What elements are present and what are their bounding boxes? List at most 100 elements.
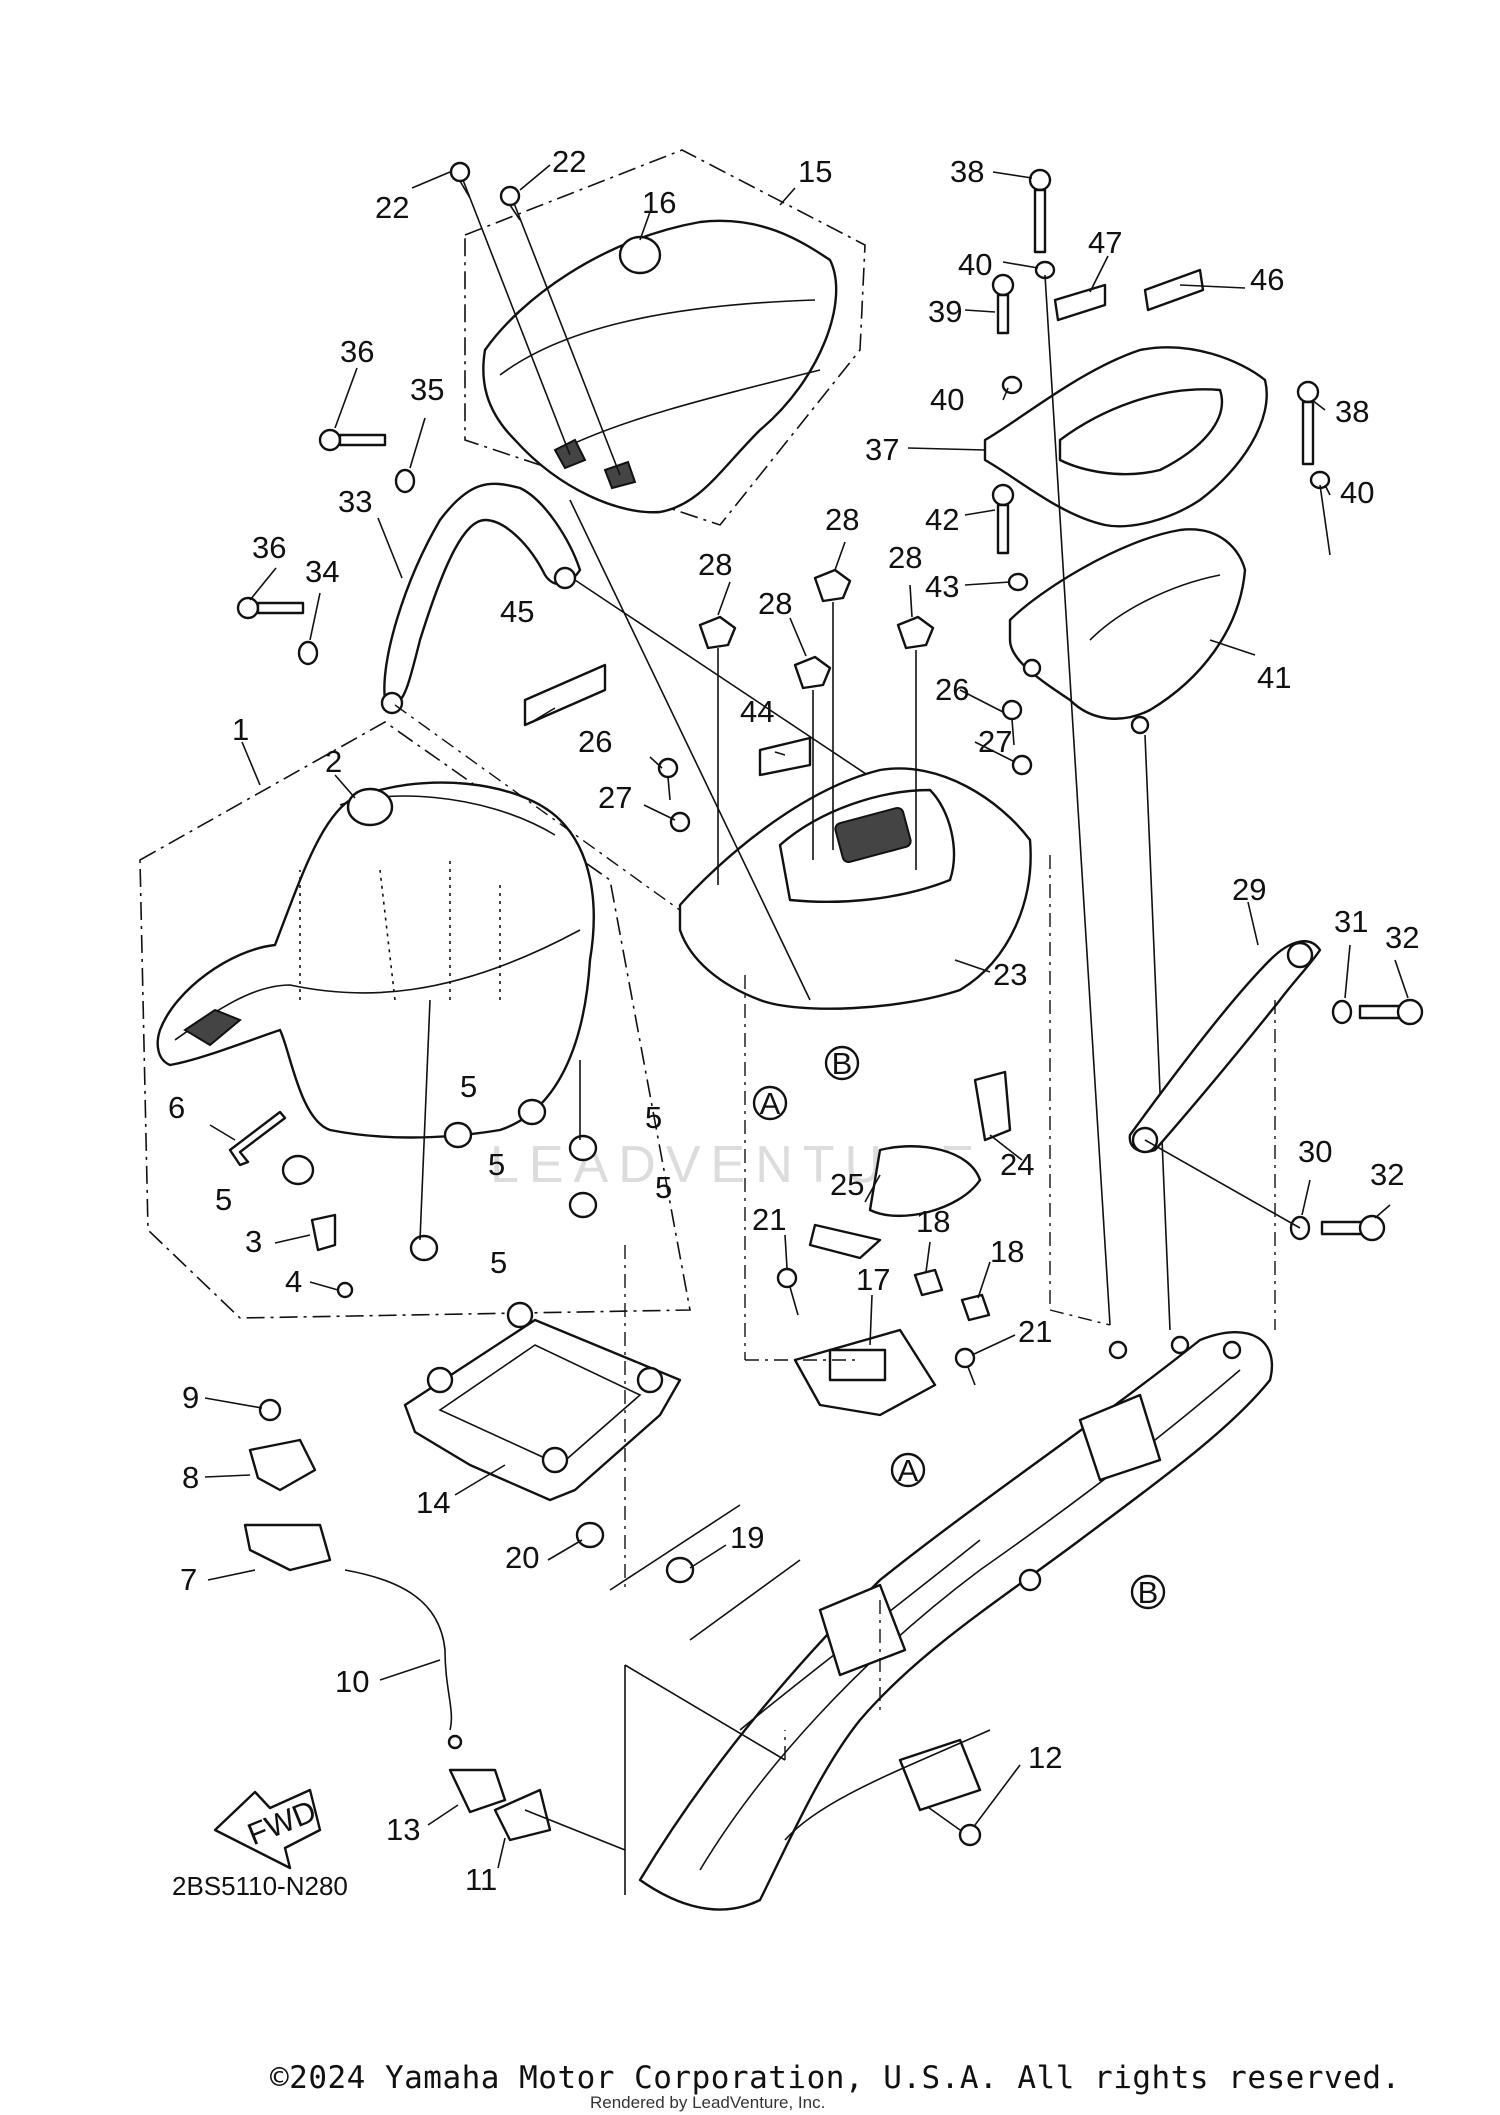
damper-5c (517, 1098, 547, 1126)
cable-10 (344, 1569, 453, 1731)
callout-18-a: 18 (916, 1204, 950, 1239)
label-45 (523, 663, 607, 727)
lock-7 (243, 1523, 332, 1572)
seat-lock-group (213, 1267, 991, 1870)
callout-28-d: 28 (888, 540, 922, 575)
callout-5-e: 5 (655, 1170, 672, 1205)
rear-frame-group (638, 1330, 1273, 1911)
main-seat-boundary (139, 721, 691, 1319)
callout-5-c: 5 (488, 1147, 505, 1182)
callout-22-a: 22 (375, 190, 409, 225)
rear-seat-group (449, 149, 866, 526)
callout-27-b: 27 (598, 780, 632, 815)
svg-text:A: A (760, 1086, 781, 1121)
svg-text:B: B (1138, 1575, 1159, 1610)
rear-seat-grommet-16 (618, 235, 662, 275)
label-44 (758, 736, 812, 777)
screw-26-left (657, 757, 679, 801)
rear-carrier-group (983, 168, 1331, 1331)
damper-19 (665, 1556, 695, 1584)
fwd-arrow (213, 1788, 322, 1870)
seat-grommet-2 (346, 787, 394, 827)
callout-41: 41 (1257, 660, 1291, 695)
bolt-22-right (499, 185, 521, 221)
callout-11: 11 (465, 1862, 497, 1897)
bracket-13 (448, 1768, 507, 1814)
callout-5-a: 5 (215, 1182, 232, 1217)
rear-cover-group (523, 568, 1033, 1260)
rear-seat-boundary (464, 149, 866, 526)
callout-23: 23 (993, 957, 1027, 992)
bolt-21-right (954, 1347, 976, 1386)
callout-32-b: 32 (1370, 1157, 1404, 1192)
callout-40-a: 40 (958, 247, 992, 282)
bolt-12 (924, 1804, 982, 1847)
lock-latch (828, 1348, 887, 1382)
callout-33: 33 (338, 484, 372, 519)
callout-20: 20 (505, 1540, 539, 1575)
callout-35: 35 (410, 372, 444, 407)
hook-11 (493, 1788, 552, 1842)
bolt-22-left (449, 161, 471, 199)
callout-28-a: 28 (698, 547, 732, 582)
bracket-25 (868, 1145, 982, 1218)
render-credit: Rendered by LeadVenture, Inc. (590, 2093, 826, 2112)
damper-5a (281, 1154, 315, 1186)
clip-28b (793, 655, 832, 690)
bolt-42 (991, 483, 1015, 555)
clip-28c (813, 568, 852, 603)
callout-18-b: 18 (990, 1234, 1024, 1269)
callout-37: 37 (865, 432, 899, 467)
washer-35 (394, 468, 416, 494)
ref-b-lower: B (1130, 1574, 1166, 1610)
label-46 (1143, 268, 1205, 312)
seat-recess (183, 1008, 242, 1047)
damper-5b (443, 1121, 473, 1149)
main-seat-group (139, 721, 691, 1319)
svg-text:A: A (898, 1453, 919, 1488)
bolt-38-right (1296, 380, 1320, 466)
callout-16: 16 (642, 185, 676, 220)
callout-3: 3 (245, 1224, 262, 1259)
clip-28d (896, 615, 935, 650)
side-bar-29 (1128, 940, 1322, 1153)
bolt-21-left (776, 1267, 799, 1316)
copyright-notice: ©2024 Yamaha Motor Corporation, U.S.A. A… (270, 2060, 1401, 2096)
bolt-32-lower (1320, 1214, 1386, 1242)
bolt-38-upper (1028, 168, 1052, 254)
callout-19: 19 (730, 1520, 764, 1555)
callout-31: 31 (1334, 904, 1368, 939)
assembly-lines (419, 499, 1276, 1895)
main-seat (156, 781, 595, 1139)
hex-key-6 (228, 1110, 287, 1167)
screw-26-right (1001, 699, 1023, 746)
callout-30: 30 (1298, 1134, 1332, 1169)
nut-4 (336, 1281, 354, 1299)
damper-5e (568, 1191, 598, 1219)
rear-frame (638, 1330, 1273, 1911)
ref-b-upper: B (824, 1045, 860, 1081)
damper-20 (575, 1521, 605, 1549)
callout-1: 1 (232, 712, 249, 747)
callout-5-d: 5 (645, 1100, 662, 1135)
callout-26-a: 26 (935, 672, 969, 707)
callout-42: 42 (925, 502, 959, 537)
callout-24: 24 (1000, 1147, 1034, 1182)
callout-43: 43 (925, 569, 959, 604)
bracket-8 (248, 1438, 317, 1492)
nut-18a (913, 1268, 944, 1297)
callout-7: 7 (180, 1562, 197, 1597)
callout-25: 25 (830, 1167, 864, 1202)
ref-a-lower: A (890, 1452, 926, 1488)
callout-numbers: 1 2 3 4 5 5 5 5 5 5 6 7 8 9 10 11 12 13 … (168, 144, 1419, 1897)
washer-40b (1001, 375, 1023, 395)
bolt-36-upper (318, 428, 387, 452)
rear-seat (482, 219, 838, 514)
callout-40-b: 40 (930, 382, 964, 417)
callout-34: 34 (305, 554, 339, 589)
callout-36-a: 36 (340, 334, 374, 369)
side-bar-group (1128, 940, 1424, 1242)
callout-29: 29 (1232, 872, 1266, 907)
callout-9: 9 (182, 1380, 199, 1415)
